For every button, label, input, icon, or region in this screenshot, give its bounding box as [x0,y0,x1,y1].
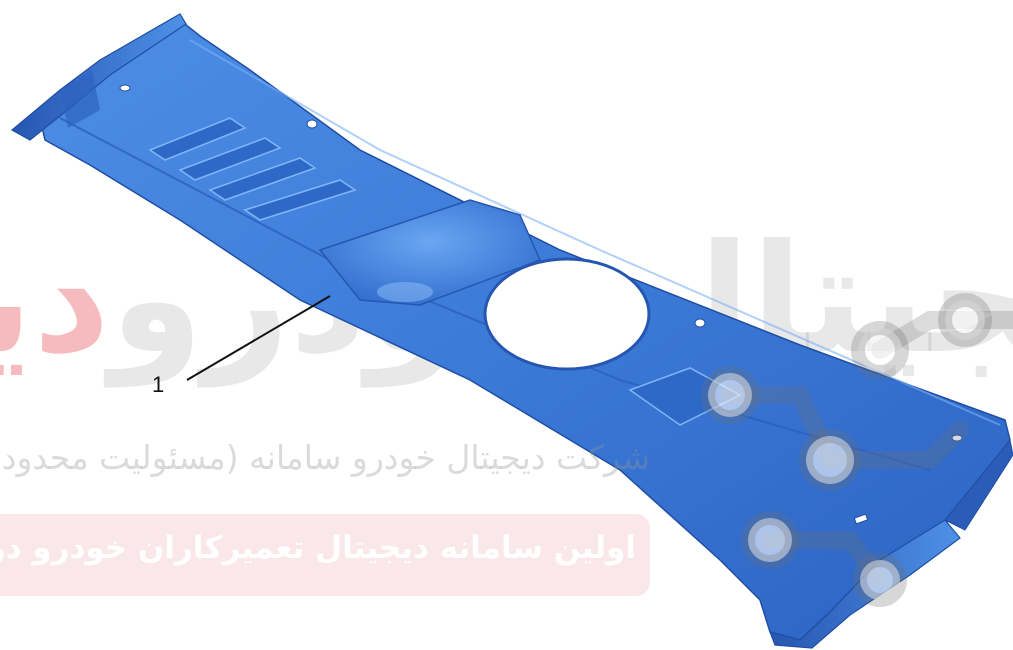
embossed-ribs [148,117,357,221]
raised-pad [318,199,542,306]
left-flange [10,13,187,141]
circular-opening [483,257,651,371]
watermark-logo-red: دیجیتال خودرو [0,225,110,375]
watermark-banner [0,514,650,596]
callout-label-1: 1 [152,372,165,397]
watermark-slogan: اولین سامانه دیجیتال تعمیرکاران خودرو در… [0,530,636,566]
mounting-holes [119,84,963,525]
callout-leader-line [186,295,331,381]
watermark-company-line: شرکت دیجیتال خودرو سامانه (مسئولیت محدود… [0,438,650,477]
